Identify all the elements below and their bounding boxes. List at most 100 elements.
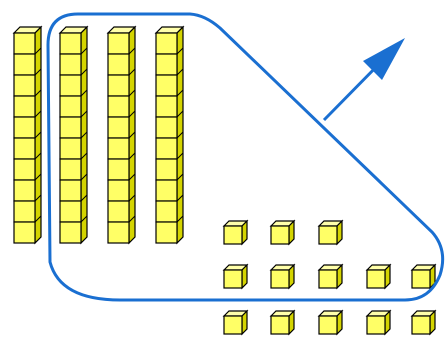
cube-front-face: [270, 225, 290, 245]
rod-edge-line: [176, 47, 184, 55]
cube-side-face: [288, 219, 295, 246]
cube-side-face: [336, 263, 343, 290]
cube-side-face: [288, 309, 295, 336]
rod-cube-face: [59, 116, 82, 139]
cube-side-face: [384, 263, 391, 290]
rod-cube-face: [155, 137, 178, 160]
arrow-shaft: [322, 59, 384, 122]
rod-cube-face: [155, 200, 178, 223]
rod-edge-line: [176, 131, 184, 139]
cube-front-face: [223, 225, 243, 245]
rod-cube-face: [107, 200, 130, 223]
rod-edge-line: [34, 131, 42, 139]
arrow-head: [363, 38, 405, 80]
rod-edge-line: [34, 173, 42, 181]
rod-cube-face: [13, 53, 36, 76]
rod-cube-face: [59, 74, 82, 97]
cube-side-face: [384, 309, 391, 336]
ten-rod: [12, 25, 43, 245]
rod-edge-line: [128, 215, 136, 223]
rod-cube-face: [155, 116, 178, 139]
rod-edge-line: [34, 194, 42, 202]
cube-front-face: [223, 269, 243, 289]
unit-cube: [410, 309, 437, 336]
rod-edge-line: [80, 47, 88, 55]
rod-edge-line: [34, 68, 42, 76]
rod-cube-face: [107, 179, 130, 202]
rod-edge-line: [34, 47, 42, 55]
rod-edge-line: [176, 194, 184, 202]
cube-front-face: [318, 225, 338, 245]
rod-cube-face: [107, 137, 130, 160]
cube-side-face: [288, 263, 295, 290]
rod-edge-line: [80, 152, 88, 160]
unit-cube: [269, 263, 296, 290]
rod-cube-face: [155, 74, 178, 97]
rod-cube-face: [13, 95, 36, 118]
unit-cube: [410, 263, 437, 290]
cube-front-face: [223, 315, 243, 335]
rod-cube-face: [107, 221, 130, 244]
cube-front-face: [366, 269, 386, 289]
unit-cube: [222, 309, 249, 336]
unit-cube: [269, 219, 296, 246]
rod-edge-line: [34, 26, 42, 34]
unit-cube: [222, 263, 249, 290]
rod-edge-line: [80, 68, 88, 76]
arrow: [322, 38, 405, 122]
rod-edge-line: [176, 89, 184, 97]
unit-cubes-group: [222, 219, 437, 336]
cube-side-face: [241, 263, 248, 290]
rod-edge-line: [80, 26, 88, 34]
rod-cube-face: [107, 95, 130, 118]
rod-cube-face: [155, 53, 178, 76]
rod-cube-face: [13, 221, 36, 244]
cube-side-face: [241, 309, 248, 336]
rod-cube-face: [107, 32, 130, 55]
rod-cube-face: [59, 137, 82, 160]
rod-edge-line: [176, 152, 184, 160]
cube-front-face: [366, 315, 386, 335]
rod-edge-line: [128, 89, 136, 97]
rod-cube-face: [59, 53, 82, 76]
rod-cube-face: [59, 200, 82, 223]
rod-cube-face: [155, 32, 178, 55]
cube-front-face: [318, 269, 338, 289]
ten-rod: [106, 25, 137, 245]
rod-edge-line: [34, 89, 42, 97]
rod-cube-face: [13, 200, 36, 223]
cube-side-face: [429, 309, 436, 336]
rod-cube-face: [107, 53, 130, 76]
rod-edge-line: [176, 26, 184, 34]
cube-side-face: [336, 219, 343, 246]
ten-rod: [58, 25, 89, 245]
rod-cube-face: [107, 74, 130, 97]
cube-front-face: [318, 315, 338, 335]
rod-edge-line: [128, 194, 136, 202]
rod-cube-face: [13, 158, 36, 181]
rod-cube-face: [59, 95, 82, 118]
rod-cube-face: [107, 116, 130, 139]
rod-edge-line: [176, 110, 184, 118]
rod-edge-line: [80, 89, 88, 97]
ten-rod: [154, 25, 185, 245]
rod-edge-line: [80, 110, 88, 118]
cube-front-face: [270, 315, 290, 335]
rod-edge-line: [34, 215, 42, 223]
unit-cube: [222, 219, 249, 246]
unit-cube: [317, 309, 344, 336]
rod-edge-line: [176, 173, 184, 181]
cube-front-face: [270, 269, 290, 289]
rod-cube-face: [155, 95, 178, 118]
rod-cube-face: [59, 32, 82, 55]
ten-rods-group: [12, 25, 185, 245]
rod-edge-line: [80, 131, 88, 139]
rod-edge-line: [128, 152, 136, 160]
rod-edge-line: [34, 110, 42, 118]
unit-cube: [365, 309, 392, 336]
rod-cube-face: [59, 221, 82, 244]
rod-edge-line: [128, 68, 136, 76]
unit-cube: [269, 309, 296, 336]
rod-edge-line: [176, 215, 184, 223]
